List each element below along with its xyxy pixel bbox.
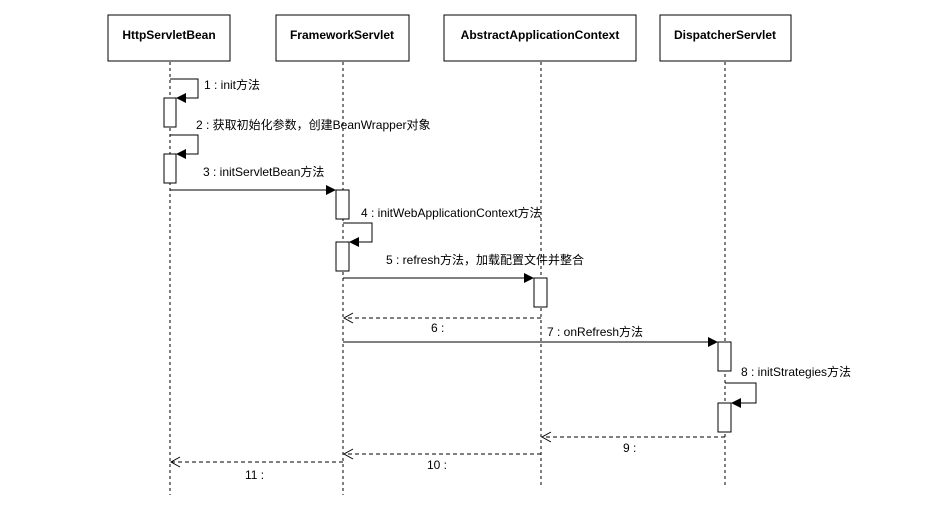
message-6: 6 : (342, 312, 541, 335)
activation-bar (163, 97, 177, 128)
message-10: 10 : (342, 448, 541, 472)
message-label: 2 : 获取初始化参数，创建BeanWrapper对象 (196, 117, 431, 132)
message-label: 8 : initStrategies方法 (741, 364, 851, 379)
message-7: 7 : onRefresh方法 (343, 324, 718, 347)
message-2: 2 : 获取初始化参数，创建BeanWrapper对象 (170, 117, 431, 159)
message-label: 1 : init方法 (204, 77, 260, 92)
participant-label: HttpServletBean (122, 28, 215, 42)
participant-label: FrameworkServlet (290, 28, 394, 42)
message-label: 11 : (245, 468, 264, 482)
participant-http-servlet-bean[interactable]: HttpServletBean (107, 14, 231, 62)
message-label: 7 : onRefresh方法 (547, 324, 643, 339)
message-11: 11 : (169, 456, 343, 482)
participant-framework-servlet[interactable]: FrameworkServlet (275, 14, 410, 62)
message-4: 4 : initWebApplicationContext方法 (343, 205, 542, 247)
participant-label: AbstractApplicationContext (461, 28, 620, 42)
message-label: 6 : (431, 321, 444, 335)
message-label: 3 : initServletBean方法 (203, 164, 324, 179)
participant-label: DispatcherServlet (674, 28, 776, 42)
message-label: 9 : (623, 441, 636, 455)
participant-dispatcher-servlet[interactable]: DispatcherServlet (659, 14, 792, 62)
message-9: 9 : (540, 431, 725, 455)
message-3: 3 : initServletBean方法 (170, 164, 336, 195)
activation-bar (163, 153, 177, 184)
message-5: 5 : refresh方法，加载配置文件并整合 (343, 252, 584, 283)
message-label: 5 : refresh方法，加载配置文件并整合 (386, 252, 584, 267)
message-8: 8 : initStrategies方法 (725, 364, 851, 408)
activation-bar (717, 402, 732, 433)
message-label: 4 : initWebApplicationContext方法 (361, 205, 542, 220)
message-label: 10 : (427, 458, 447, 472)
message-1: 1 : init方法 (170, 77, 260, 103)
activation-bar (533, 277, 548, 308)
activation-bar (335, 241, 350, 272)
participant-abstract-application-context[interactable]: AbstractApplicationContext (443, 14, 637, 62)
activation-bar (717, 341, 732, 372)
activation-bar (335, 189, 350, 220)
